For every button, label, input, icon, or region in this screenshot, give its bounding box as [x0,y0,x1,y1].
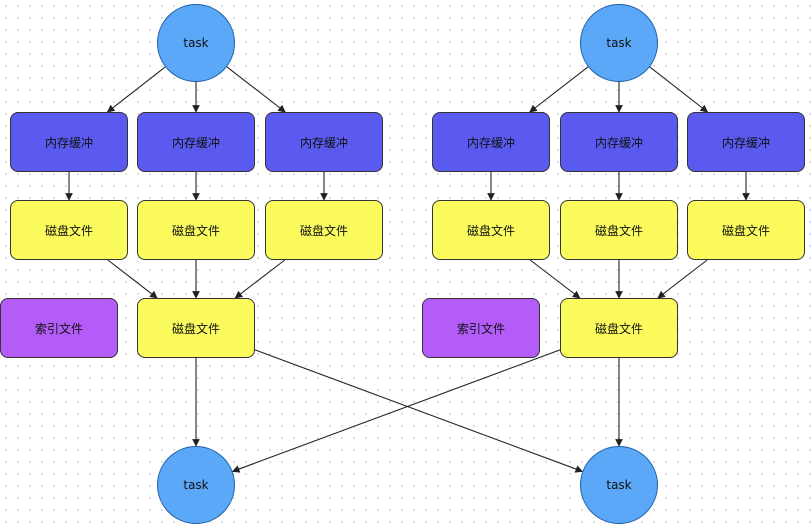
edge-arrow [254,349,584,473]
memory-buffer-node: 内存缓冲 [432,112,550,172]
task-node-bottom-left: task [157,446,235,524]
edge-arrow [226,66,286,113]
edge-arrow [106,66,166,113]
task-node-bottom-right: task [580,446,658,524]
disk-file-node: 磁盘文件 [137,200,255,260]
merged-disk-file-node-left: 磁盘文件 [137,298,255,358]
edge-arrow [649,66,709,113]
edge-arrow [107,259,158,299]
task-node-top-left: task [157,4,235,82]
edge-arrow [529,259,581,299]
memory-buffer-node: 内存缓冲 [560,112,678,172]
disk-file-node: 磁盘文件 [265,200,383,260]
merged-disk-file-node-right: 磁盘文件 [560,298,678,358]
memory-buffer-node: 内存缓冲 [687,112,805,172]
edge-arrow [657,259,708,299]
memory-buffer-node: 内存缓冲 [265,112,383,172]
disk-file-node: 磁盘文件 [687,200,805,260]
edge-arrow [529,66,589,113]
edge-arrow [234,259,286,299]
disk-file-node: 磁盘文件 [560,200,678,260]
disk-file-node: 磁盘文件 [10,200,128,260]
memory-buffer-node: 内存缓冲 [10,112,128,172]
memory-buffer-node: 内存缓冲 [137,112,255,172]
index-file-node-right: 索引文件 [422,298,540,358]
index-file-node-left: 索引文件 [0,298,118,358]
task-node-top-right: task [580,4,658,82]
edge-arrow [231,349,561,473]
disk-file-node: 磁盘文件 [432,200,550,260]
